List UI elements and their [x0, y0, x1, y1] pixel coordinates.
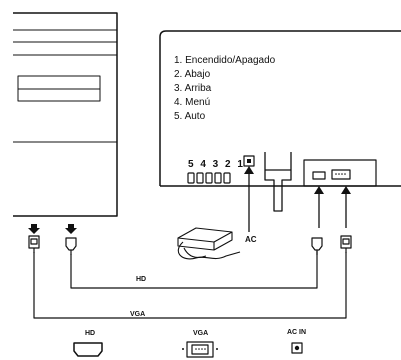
pc-tower — [13, 12, 118, 217]
monitor-stand — [264, 152, 292, 212]
arrow-up-icon — [314, 186, 324, 194]
monitor-button-legend: 1. Encendido/Apagado 2. Abajo 3. Arriba … — [174, 54, 344, 124]
vga-connector-monitor — [340, 235, 352, 253]
legend-vga-label: VGA — [193, 330, 209, 337]
power-adapter — [177, 227, 241, 260]
vga-port — [331, 169, 351, 180]
vga-cable — [33, 252, 347, 319]
ac-label: AC — [245, 235, 257, 244]
vga-icon — [186, 341, 214, 358]
button-numbers: 5 4 3 2 1 — [188, 159, 245, 170]
arrow-down-icon — [65, 224, 77, 234]
hd-cable — [70, 251, 318, 289]
monitor-port-panel — [303, 159, 377, 187]
ac-in-icon — [291, 342, 303, 354]
menu-item-5: 5. Auto — [174, 111, 206, 122]
menu-item-2: 2. Abajo — [174, 69, 211, 80]
monitor-buttons — [187, 172, 231, 184]
arrow-down-icon — [28, 224, 40, 234]
hd-cable-label: HD — [136, 276, 147, 283]
arrow-up-icon — [244, 166, 254, 174]
menu-item-4: 4. Menú — [174, 97, 211, 108]
arrow-up-icon — [341, 186, 351, 194]
hd-connector-monitor — [311, 237, 323, 255]
legend-ac-in-label: AC IN — [287, 329, 307, 336]
hd-connector-pc — [65, 237, 77, 255]
vga-cable-label: VGA — [130, 311, 146, 318]
menu-item-3: 3. Arriba — [174, 83, 212, 94]
hdmi-port — [312, 171, 326, 180]
hdmi-icon — [73, 342, 103, 357]
legend-hd-label: HD — [85, 330, 96, 337]
vga-connector-pc — [28, 235, 40, 253]
menu-item-1: 1. Encendido/Apagado — [174, 55, 276, 66]
